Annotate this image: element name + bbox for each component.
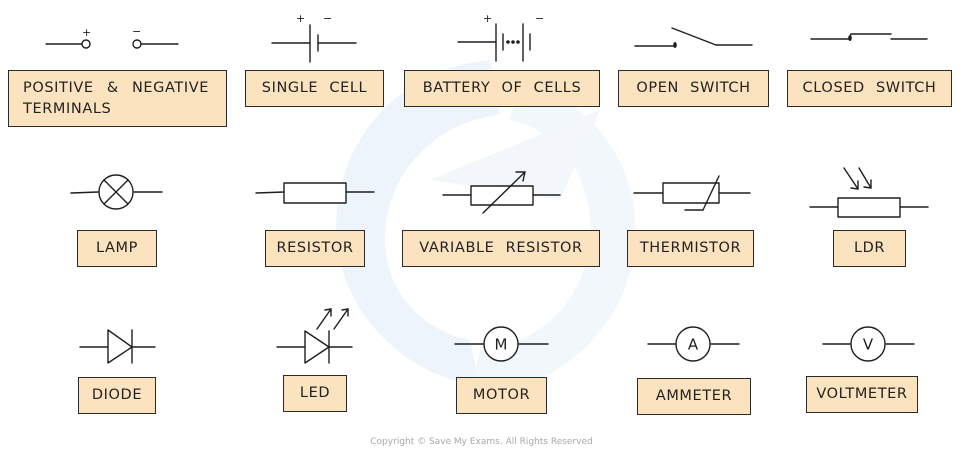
label-terminals: POSITIVE & NEGATIVE TERMINALS — [8, 70, 227, 127]
negative-mark: − — [323, 12, 332, 25]
label-battery-of-cells: BATTERY OF CELLS — [404, 70, 600, 107]
closed-switch-symbol — [810, 33, 928, 41]
negative-mark: − — [535, 12, 544, 25]
label-ammeter: AMMETER — [637, 378, 751, 415]
single-cell-symbol: + − — [271, 12, 357, 63]
thermistor-symbol — [633, 175, 751, 211]
variable-resistor-symbol — [442, 171, 561, 214]
label-closed-switch: CLOSED SWITCH — [787, 70, 952, 107]
ammeter-symbol: A — [647, 326, 740, 362]
label-ldr: LDR — [833, 230, 906, 267]
label-voltmeter: VOLTMETER — [806, 376, 918, 413]
label-motor: MOTOR — [456, 377, 547, 414]
label-variable-resistor: VARIABLE RESISTOR — [402, 230, 600, 267]
label-thermistor: THERMISTOR — [627, 230, 754, 267]
open-switch-symbol — [634, 27, 753, 48]
ldr-symbol — [809, 167, 929, 218]
positive-mark: + — [483, 12, 492, 25]
ammeter-letter: A — [688, 336, 699, 354]
label-led: LED — [283, 375, 347, 412]
positive-mark: + — [296, 12, 305, 25]
label-resistor: RESISTOR — [265, 230, 365, 267]
copyright-text: Copyright © Save My Exams. All Rights Re… — [370, 437, 593, 447]
resistor-symbol — [255, 182, 375, 204]
label-single-cell: SINGLE CELL — [245, 70, 384, 107]
led-symbol — [276, 308, 353, 364]
diode-symbol — [79, 329, 156, 364]
motor-letter: M — [495, 336, 508, 354]
positive-mark: + — [82, 26, 91, 39]
negative-mark: − — [132, 25, 141, 38]
label-diode: DIODE — [78, 377, 156, 414]
voltmeter-letter: V — [863, 336, 874, 354]
battery-symbol: + − — [457, 12, 544, 62]
label-open-switch: OPEN SWITCH — [618, 70, 769, 107]
label-lamp: LAMP — [77, 230, 157, 267]
voltmeter-symbol: V — [822, 326, 915, 362]
terminals-symbol: + − — [45, 25, 179, 49]
lamp-symbol — [70, 174, 163, 210]
motor-symbol: M — [454, 326, 549, 362]
